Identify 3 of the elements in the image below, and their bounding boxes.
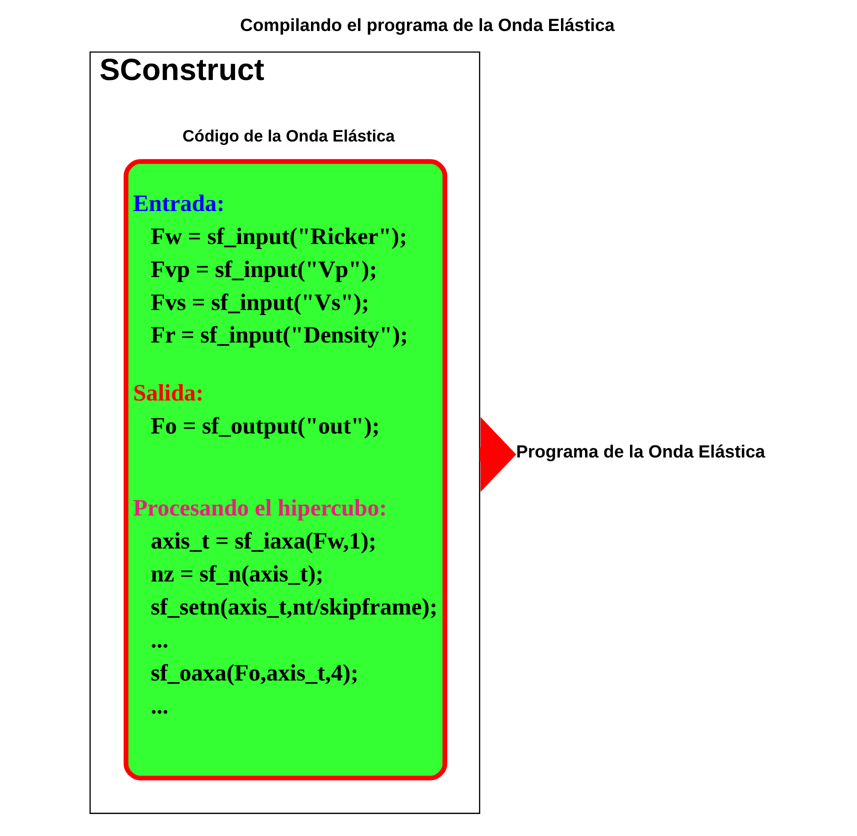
node-label: Código de la Onda Elástica <box>182 128 394 146</box>
diagram-title: Compilando el programa de la Onda Elástica <box>240 14 614 35</box>
node-text: Programa de la Onda Elástica <box>516 441 765 462</box>
